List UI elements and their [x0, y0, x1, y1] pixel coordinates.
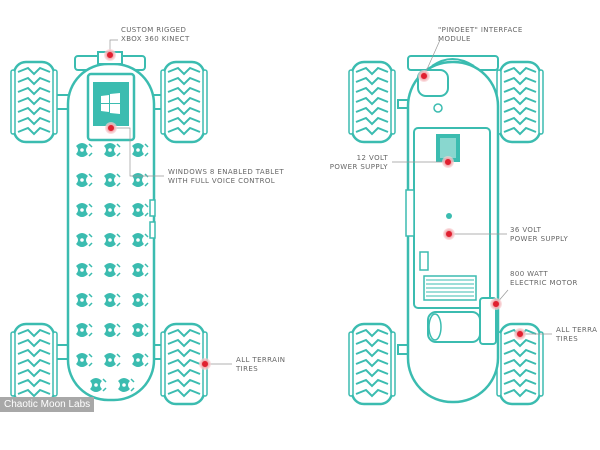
right-board-bottom-view [347, 39, 552, 406]
marker-pinoeet [418, 70, 430, 82]
left-board-top-view [9, 39, 232, 406]
tire-front-left [9, 60, 59, 144]
tire-front-right-right-board [495, 60, 545, 144]
electric-motor [427, 297, 497, 345]
marker-12volt [442, 156, 454, 168]
marker-tablet [105, 122, 117, 134]
battery-enclosure [405, 127, 491, 309]
windows-logo-icon [101, 93, 120, 114]
tire-rear-left [9, 322, 59, 406]
tire-front-left-right-board [347, 60, 397, 144]
vent-grille [423, 275, 477, 301]
windows-tablet [86, 72, 136, 142]
tire-front-right [159, 60, 209, 144]
marker-tires-left [199, 358, 211, 370]
tire-rear-left-right-board [347, 322, 397, 406]
marker-36volt [443, 228, 455, 240]
marker-kinect [104, 49, 116, 61]
watermark: Chaotic Moon Labs [0, 397, 95, 412]
marker-tires-right [514, 328, 526, 340]
marker-motor [490, 298, 502, 310]
